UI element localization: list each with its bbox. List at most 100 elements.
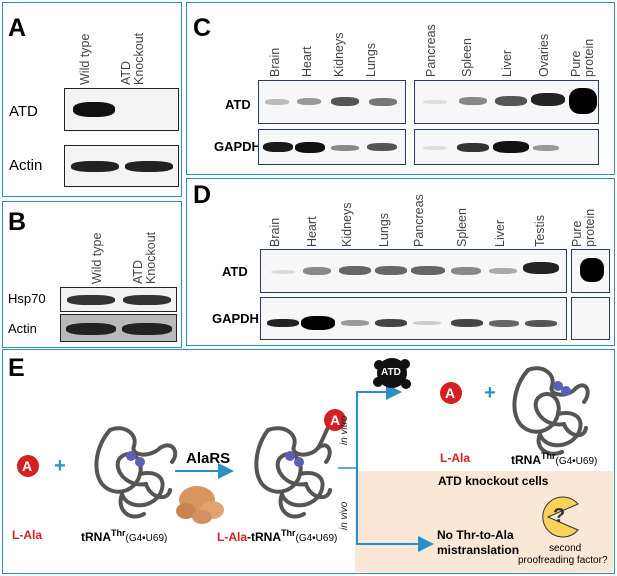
panel-a-label: A [8,14,27,42]
blot-atd-left [258,80,406,124]
band [580,258,604,282]
badge-letter: A [22,458,33,474]
band [125,161,173,172]
factor-line-2: proofreading factor? [518,555,608,566]
band [523,262,559,274]
band [411,266,445,275]
panel-c-label: C [193,14,212,42]
band [67,295,115,305]
charged-trna-label: L-Ala-tRNAThr(G4•U69) [217,528,338,544]
product-trna-label: tRNAThr(G4•U69) [511,451,597,467]
g4-u69-marker-icon [126,451,136,461]
atd-enzyme-icon [373,358,411,389]
band [533,145,559,151]
band [495,96,527,106]
panel-a [2,2,182,197]
band [451,267,481,275]
row-label-gapdh: GAPDH [212,311,259,326]
band [331,97,359,106]
blot-gapdh [260,297,567,340]
panel-c [186,2,615,175]
in-vivo-label: in vivo [339,501,350,530]
row-label-atd: ATD [225,97,251,112]
band [493,141,529,153]
band [123,295,171,305]
trna-prefix: tRNA [511,453,541,467]
g4-u69-marker-icon [294,457,304,467]
row-label-hsp70: Hsp70 [8,291,46,306]
band [303,267,331,275]
g4-u69-marker-icon [285,451,295,461]
row-label-actin: Actin [8,321,37,336]
blot-gapdh-left [258,129,406,165]
band [71,161,119,172]
blot-gapdh-pure-protein [571,297,610,340]
plus-sign: + [54,455,66,477]
blot-gapdh-right [414,129,599,165]
band [569,88,597,114]
band [271,270,295,274]
blot-actin [64,145,179,187]
proofreading-factor-icon [542,496,579,538]
band [122,323,172,335]
band [73,102,115,117]
in-vitro-arrow [356,384,402,468]
band [413,321,441,325]
trna-prefix: tRNA [81,530,111,544]
band [423,100,447,104]
trna-suffix: (G4•U69) [125,533,168,544]
no-mistranslation-line-1: No Thr-to-Ala [437,528,514,542]
g4-u69-marker-icon [135,457,145,467]
trna-prefix: tRNA [251,530,281,544]
row-label-gapdh: GAPDH [214,139,261,154]
band [451,319,483,327]
band [423,146,447,150]
band [301,316,335,330]
in-vivo-arrow [356,468,434,552]
g4-u69-marker-icon [561,386,571,396]
band [339,266,371,275]
band [297,98,321,105]
knockout-region [355,471,613,572]
panel-e-label: E [8,354,25,382]
trna-sup: Thr [541,451,556,461]
band [489,268,517,274]
blot-atd-pure-protein [571,249,610,293]
knockout-title: ATD knockout cells [438,474,549,488]
alanine-badge-icon [324,409,346,431]
trna-suffix: (G4•U69) [555,456,598,467]
badge-letter: A [445,385,456,401]
band [367,143,397,151]
panel-b-label: B [8,208,27,236]
blot-atd-right [414,80,599,124]
atd-badge-label: ATD [381,367,401,378]
alars-label: AlaRS [186,450,231,467]
g4-u69-marker-icon [553,381,563,391]
plus-sign: + [484,382,496,404]
panel-e [2,349,615,574]
trna-sup: Thr [111,528,126,538]
trna-suffix: (G4•U69) [295,533,338,544]
band [375,319,407,327]
band [457,143,489,152]
panel-d-label: D [193,181,212,209]
alars-enzyme-icon [176,486,224,524]
band [489,320,519,327]
band [375,266,407,275]
band [369,98,397,106]
blot-atd [260,249,567,293]
in-vitro-label: in vitro [339,415,350,445]
badge-letter: A [330,412,341,428]
blot-actin [60,314,177,342]
product-trna-structure-icon [512,366,590,456]
band [295,142,325,153]
band [531,93,565,106]
charged-trna-structure-icon [254,422,332,519]
trna-label: tRNAThr(G4•U69) [81,528,167,544]
panel-d [186,178,615,346]
l-ala-label: L-Ala [12,528,42,542]
band [331,145,359,151]
question-mark: ? [553,505,566,527]
band [525,320,557,327]
